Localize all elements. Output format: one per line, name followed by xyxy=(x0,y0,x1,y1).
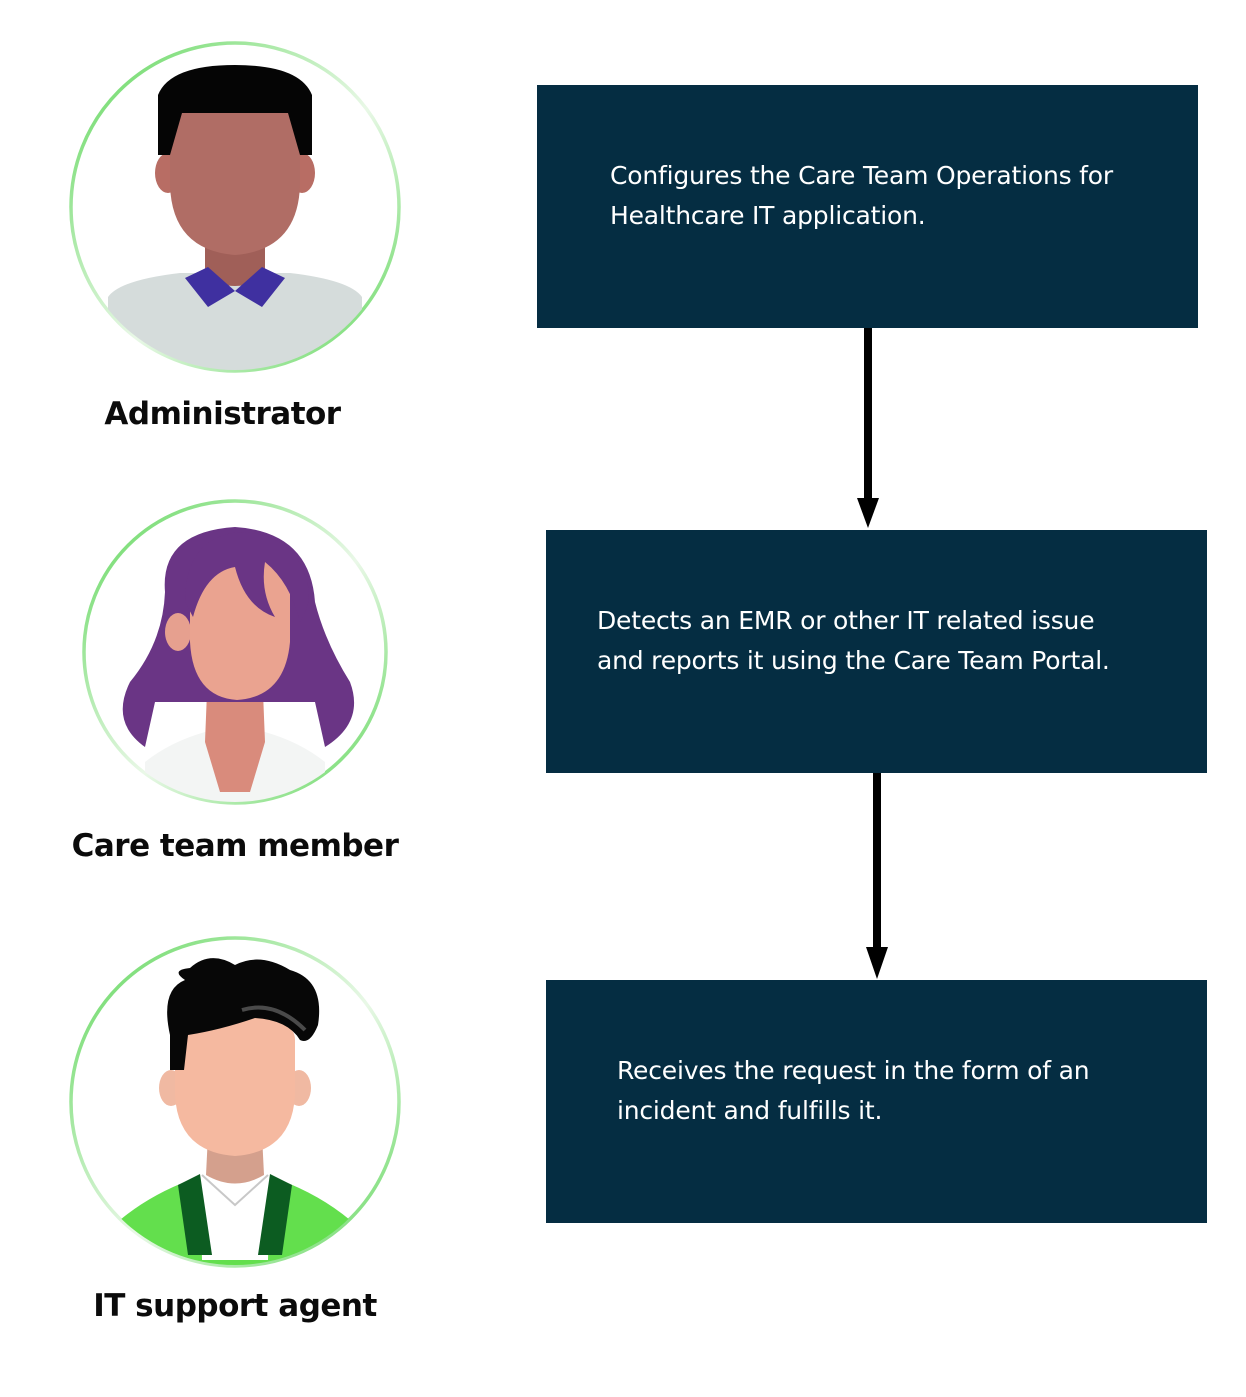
step-box-configure: Configures the Care Team Operations for … xyxy=(537,85,1198,328)
step-text-detect: Detects an EMR or other IT related issue… xyxy=(597,601,1110,681)
arrow-down-icon xyxy=(866,773,888,979)
administrator-label: Administrator xyxy=(104,396,341,432)
step-text-line: Receives the request in the form of an xyxy=(617,1055,1090,1085)
it-support-agent-label: IT support agent xyxy=(93,1288,377,1324)
step-text-line: and reports it using the Care Team Porta… xyxy=(597,645,1110,675)
step-text-line: Configures the Care Team Operations for xyxy=(610,160,1113,190)
administrator-avatar-icon xyxy=(69,41,401,373)
step-text-line: Detects an EMR or other IT related issue xyxy=(597,605,1095,635)
step-box-receive: Receives the request in the form of an i… xyxy=(546,980,1207,1223)
step-box-detect: Detects an EMR or other IT related issue… xyxy=(546,530,1207,773)
step-text-receive: Receives the request in the form of an i… xyxy=(617,1051,1090,1131)
step-text-line: Healthcare IT application. xyxy=(610,200,926,230)
care-team-member-avatar-icon xyxy=(82,499,388,805)
arrow-down-icon xyxy=(857,328,879,528)
it-support-agent-avatar-icon xyxy=(69,936,401,1268)
step-text-configure: Configures the Care Team Operations for … xyxy=(610,156,1113,236)
step-text-line: incident and fulfills it. xyxy=(617,1095,883,1125)
care-team-member-label: Care team member xyxy=(71,828,399,864)
